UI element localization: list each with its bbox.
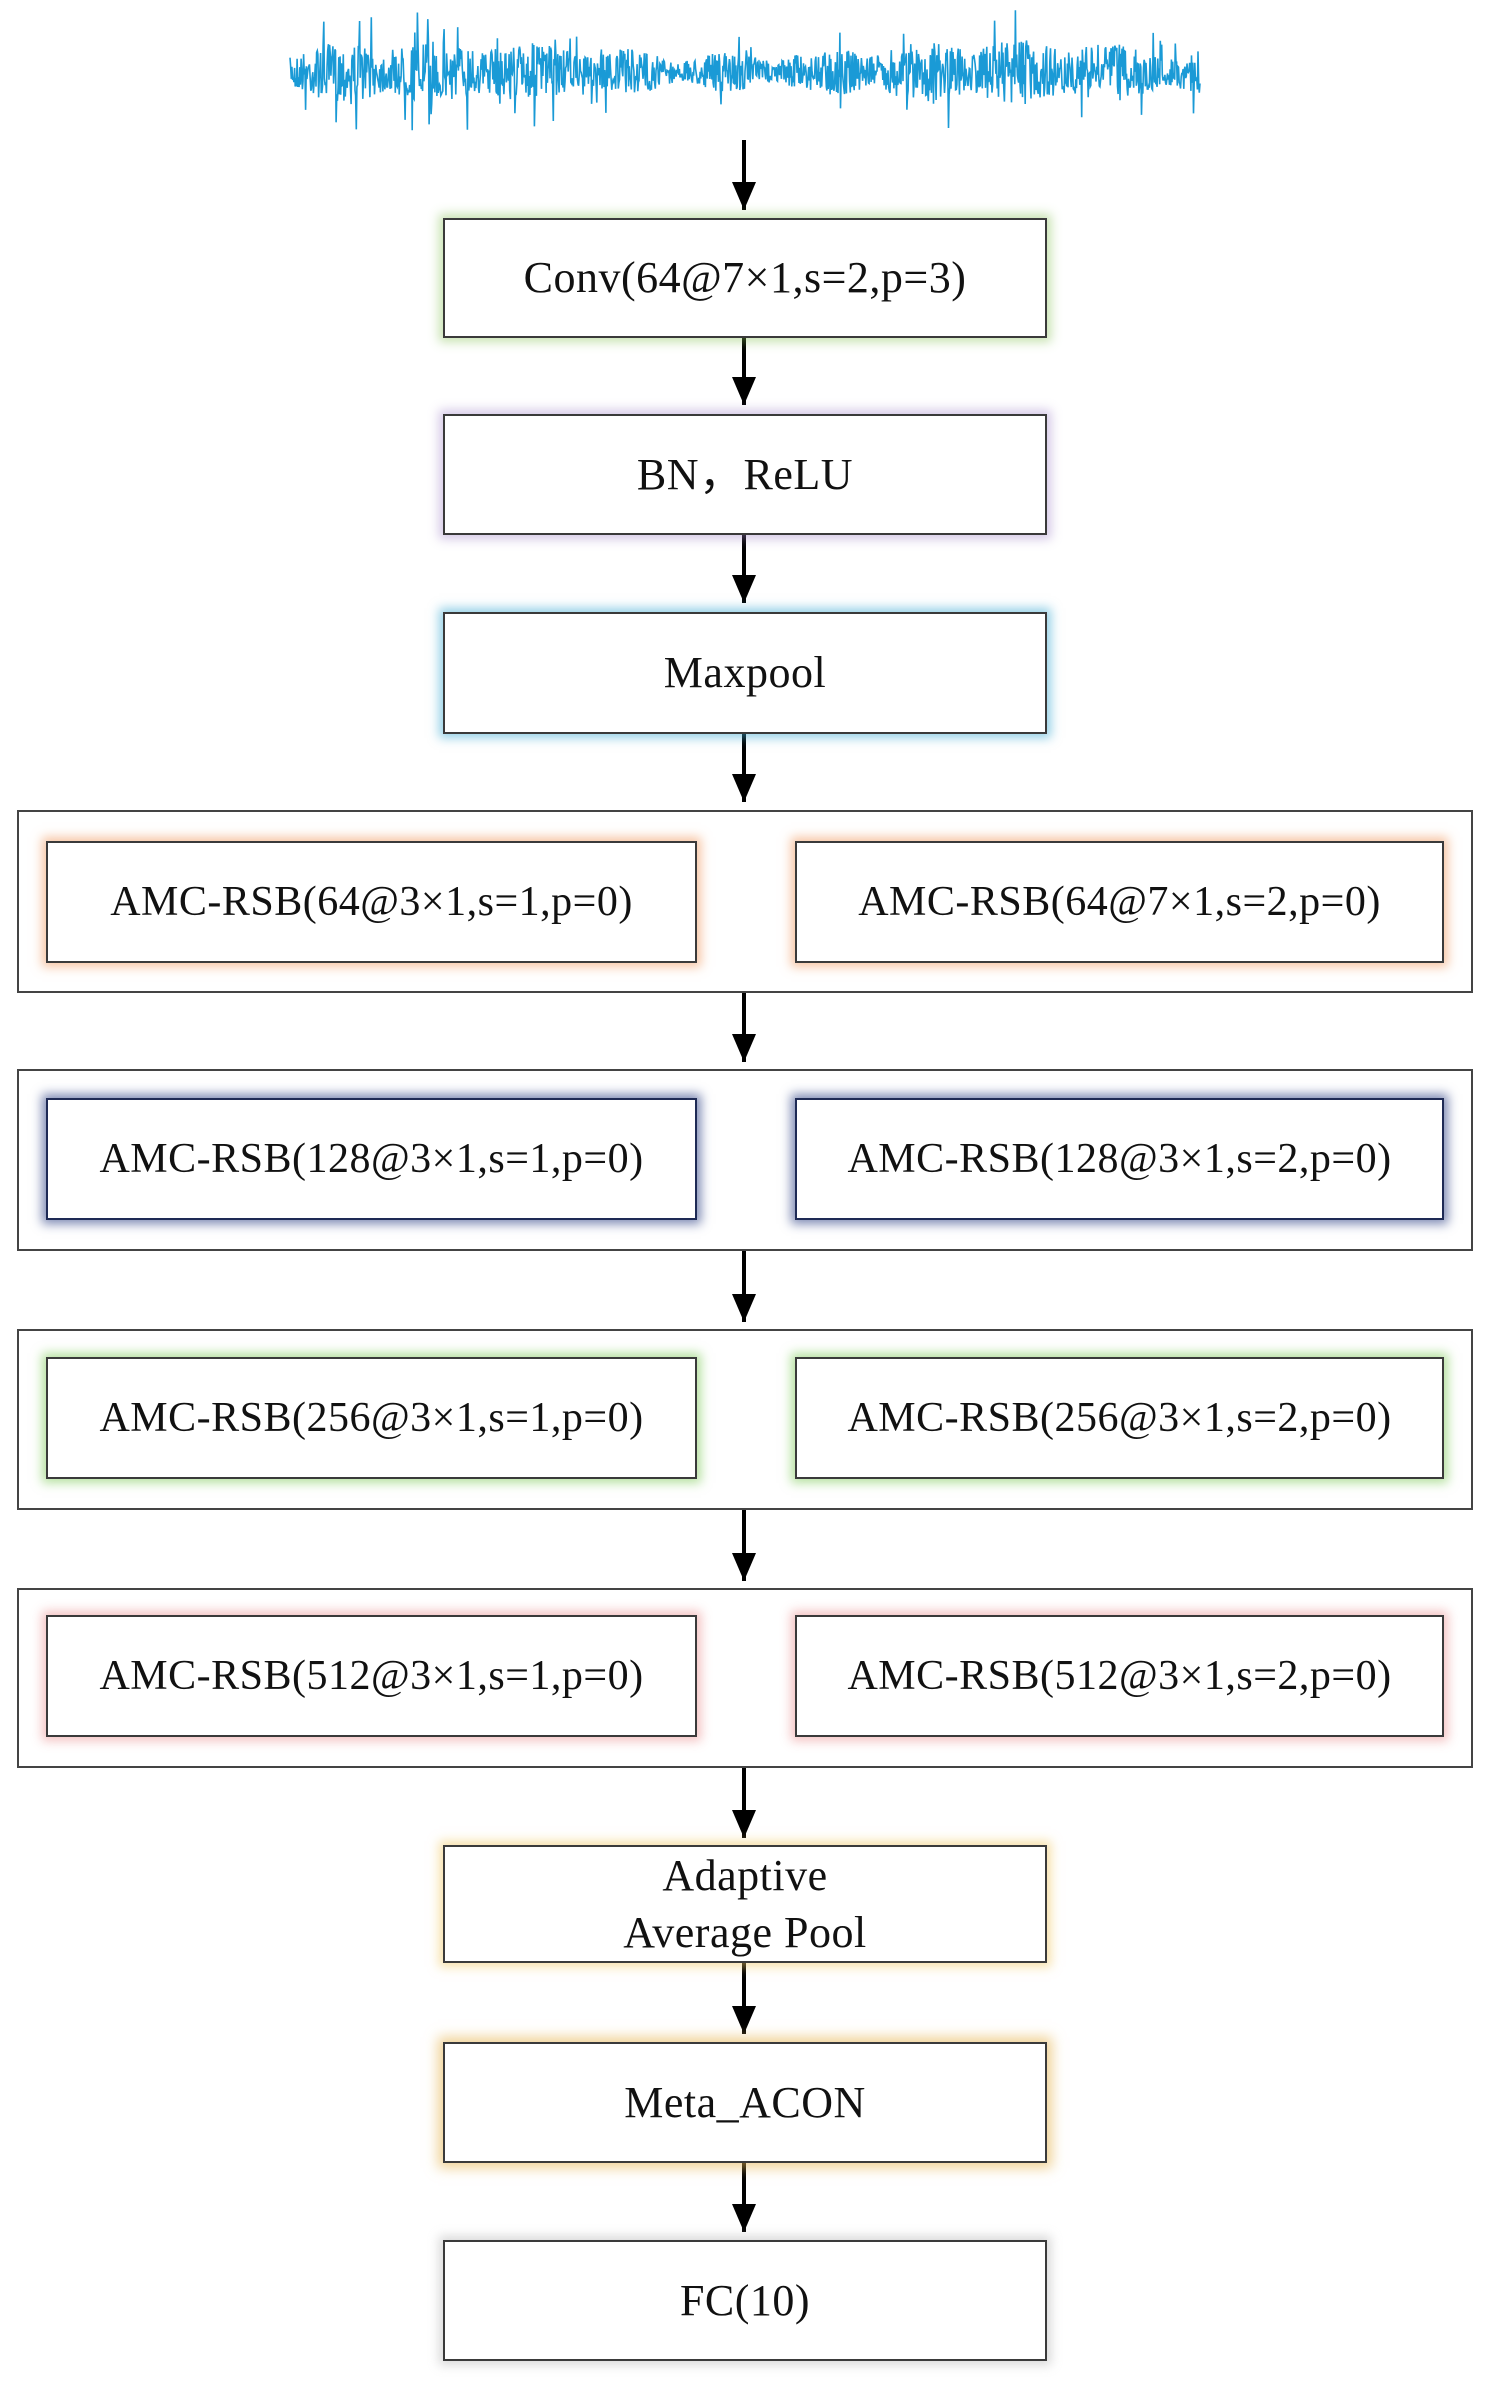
stage-3-block-stride2: AMC-RSB(256@3×1,s=2,p=0)	[795, 1357, 1444, 1479]
stage-2-block-stride1: AMC-RSB(128@3×1,s=1,p=0)	[46, 1098, 697, 1220]
meta-acon-layer: Meta_ACON	[443, 2042, 1047, 2163]
stage-4-block-stride2: AMC-RSB(512@3×1,s=2,p=0)	[795, 1615, 1444, 1737]
stage-4-block-stride1: AMC-RSB(512@3×1,s=1,p=0)	[46, 1615, 697, 1737]
arrowhead	[732, 182, 756, 210]
maxpool-layer: Maxpool	[443, 612, 1047, 734]
arrowhead	[732, 1294, 756, 1322]
fc-layer: FC(10)	[443, 2240, 1047, 2361]
arrowhead	[732, 2204, 756, 2232]
stage-1-block-stride2: AMC-RSB(64@7×1,s=2,p=0)	[795, 841, 1444, 963]
input-signal-waveform	[289, 10, 1201, 131]
conv-layer: Conv(64@7×1,s=2,p=3)	[443, 218, 1047, 338]
adaptive-pool-line1: Adaptive	[662, 1850, 828, 1900]
stage-1-block-stride1: AMC-RSB(64@3×1,s=1,p=0)	[46, 841, 697, 963]
waveform-line	[289, 10, 1201, 131]
arrowhead	[732, 1553, 756, 1581]
arrowhead	[732, 1034, 756, 1062]
bn-relu-layer: BN，ReLU	[443, 414, 1047, 535]
arrowhead	[732, 1810, 756, 1838]
adaptive-pool-line2: Average Pool	[623, 1908, 867, 1957]
arrowhead	[732, 2006, 756, 2034]
stage-2-block-stride2: AMC-RSB(128@3×1,s=2,p=0)	[795, 1098, 1444, 1220]
stage-3-block-stride1: AMC-RSB(256@3×1,s=1,p=0)	[46, 1357, 697, 1479]
adaptive-average-pool-layer: Adaptive Average Pool	[443, 1845, 1047, 1963]
arrowhead	[732, 774, 756, 802]
arrowhead	[732, 575, 756, 603]
arrowhead	[732, 377, 756, 405]
